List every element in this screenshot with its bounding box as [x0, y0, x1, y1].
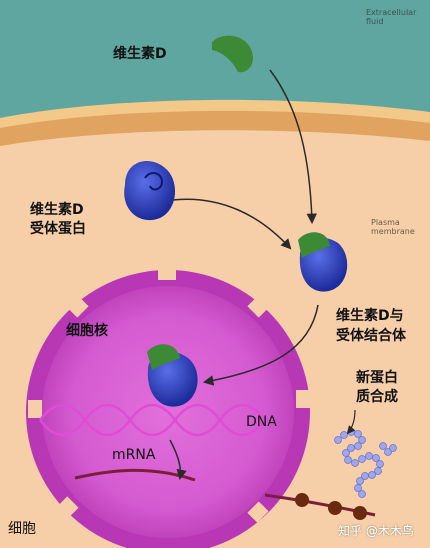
- receptor-label-line2: 受体蛋白: [30, 221, 86, 237]
- dna-label: DNA: [246, 414, 277, 430]
- new-protein-label-line2: 质合成: [356, 389, 398, 405]
- new-protein-chain: [334, 428, 397, 498]
- receptor-complex-cytoplasm: [298, 232, 348, 292]
- arrow-dna-to-mrna: [169, 439, 187, 481]
- extracellular-fluid-label: Extracellular fluid: [366, 8, 417, 26]
- complex-label-line1: 维生素D与: [336, 308, 404, 324]
- watermark: 知乎 @木木鸟: [338, 524, 414, 538]
- new-protein-label-line1: 新蛋白: [356, 370, 398, 386]
- dna-helix: [39, 403, 266, 437]
- arrow-to-protein: [346, 409, 356, 435]
- complex-label-line2: 受体结合体: [336, 328, 406, 344]
- receptor-protein: [124, 161, 176, 221]
- receptor-label-line1: 维生素D: [30, 202, 84, 218]
- nuclear-pores: [28, 266, 310, 523]
- vitamin-d-label: 维生素D: [113, 46, 167, 62]
- arrow-receptor-to-complex: [171, 198, 292, 250]
- cell-label: 细胞: [8, 521, 36, 537]
- arrow-complex-to-nucleus: [202, 304, 319, 386]
- mrna-label: mRNA: [112, 447, 156, 463]
- nucleus-label: 细胞核: [66, 323, 108, 339]
- arrow-vitamin-to-complex: [269, 69, 317, 225]
- receptor-complex-nucleus: [147, 344, 198, 407]
- vitamin-d-molecule: [212, 35, 253, 73]
- plasma-membrane-label: Plasma membrane: [371, 218, 415, 236]
- ribosomes: [295, 493, 367, 520]
